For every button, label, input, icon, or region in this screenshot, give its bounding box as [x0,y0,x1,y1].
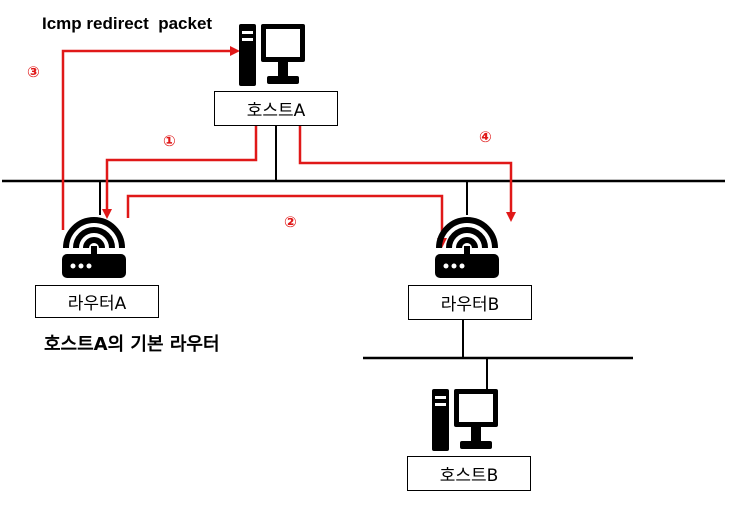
wifi-router-icon [62,217,126,278]
host-b-label: 호스트B [407,456,531,491]
step-1-marker: ① [163,132,176,150]
step-2-marker: ② [284,213,297,231]
step-3-marker: ③ [27,63,40,81]
arrow-step-3 [61,46,240,230]
arrow-step-4 [298,126,516,222]
arrow-step-1 [102,126,258,219]
diagram-title: Icmp redirect packet [42,14,213,33]
host-a-label: 호스트A [214,91,338,126]
computer-icon [239,24,305,86]
computer-icon [432,389,498,451]
wifi-router-icon [435,217,499,278]
router-a-label: 라우터A [35,285,159,318]
default-router-caption: 호스트A의 기본 라우터 [44,334,220,355]
step-4-marker: ④ [479,128,492,146]
router-b-label: 라우터B [408,285,532,320]
arrow-step-2 [126,194,447,248]
